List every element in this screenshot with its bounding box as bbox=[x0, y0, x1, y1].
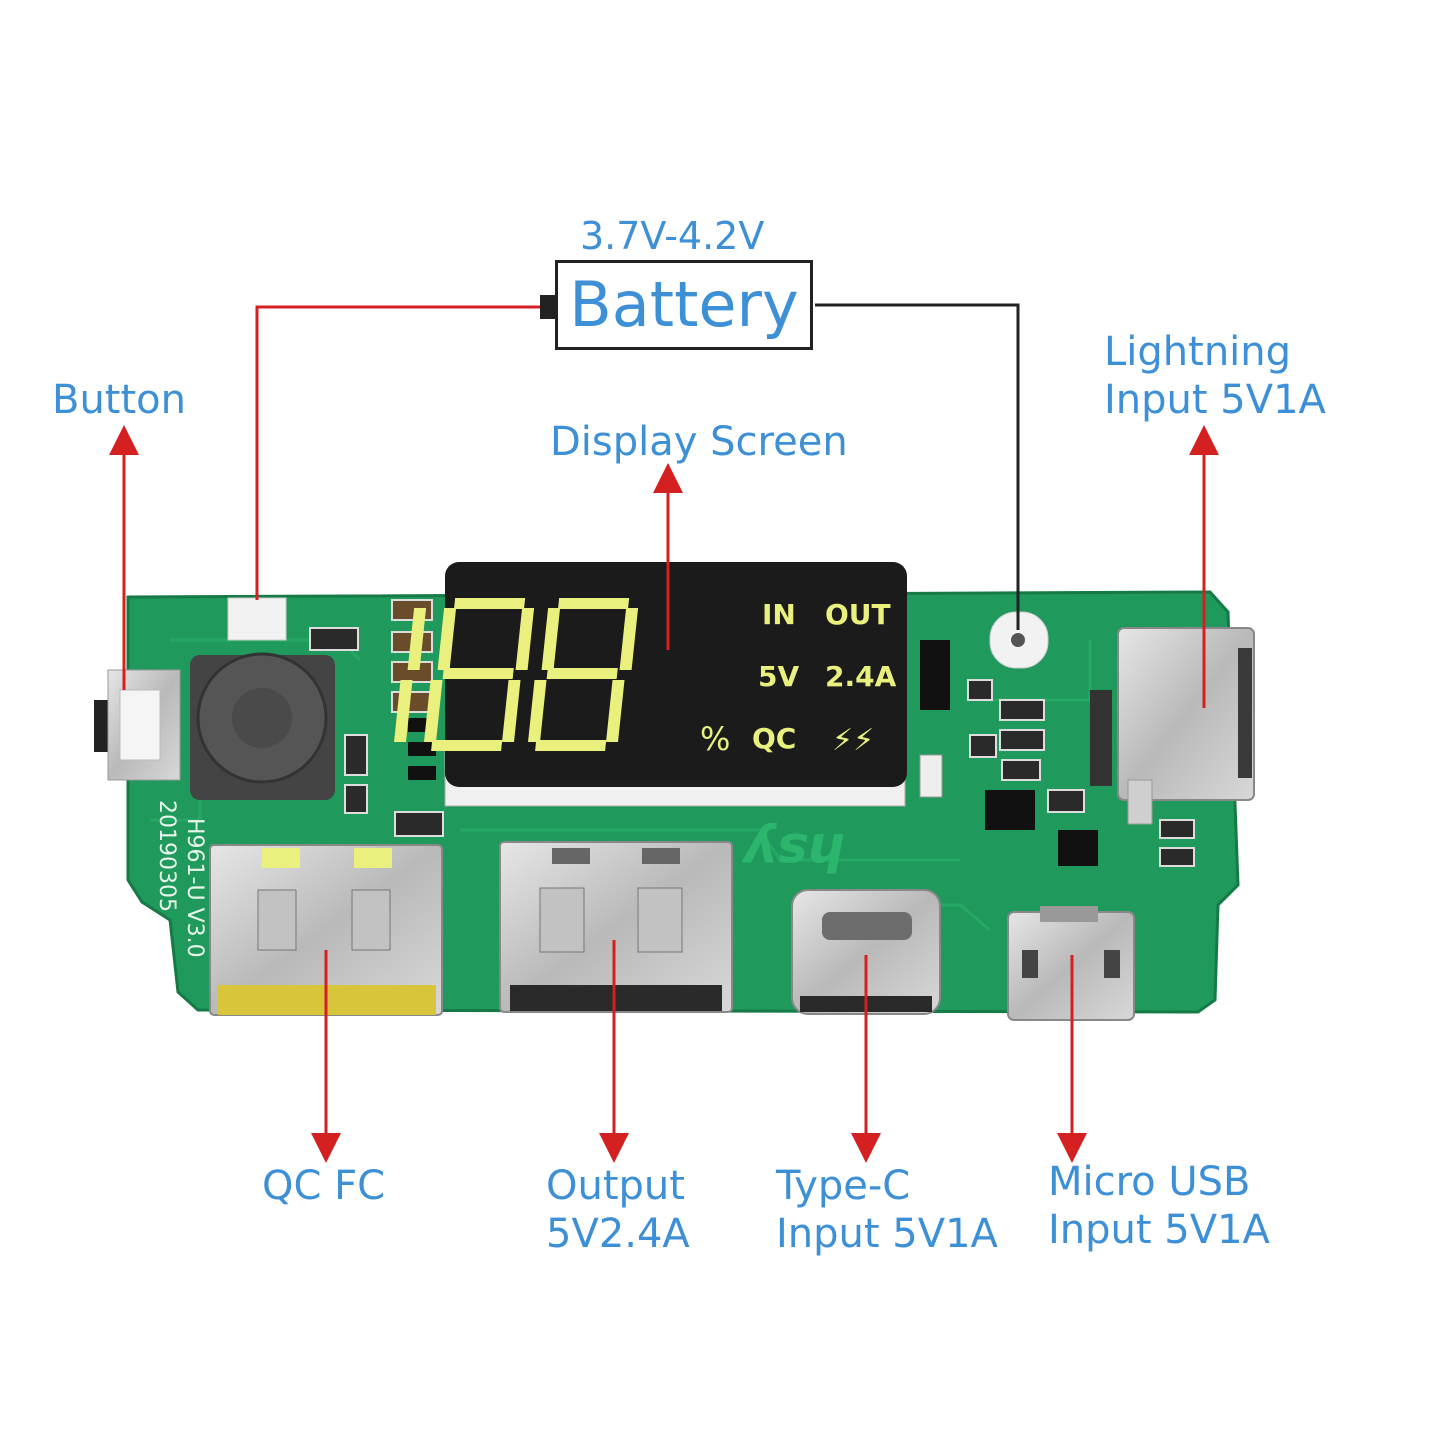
typec-label-line1: Type-C bbox=[776, 1163, 911, 1209]
typec-label-line2: Input 5V1A bbox=[776, 1211, 998, 1257]
output-usb-port bbox=[499, 841, 733, 1013]
display-amp: 2.4A bbox=[825, 660, 897, 693]
battery-label: Battery bbox=[569, 268, 799, 341]
battery-box: Battery bbox=[555, 260, 813, 350]
silkscreen-logo: hsy bbox=[741, 821, 845, 881]
battery-minus-wire bbox=[815, 303, 1020, 630]
lightning-label-line1: Lightning bbox=[1104, 329, 1292, 375]
battery-plus-pad bbox=[227, 597, 287, 641]
lightning-connector bbox=[1090, 627, 1255, 825]
lightning-label: Lightning Input 5V1A bbox=[1104, 328, 1326, 424]
display-module: % IN OUT 5V 2.4A QC ⚡⚡ bbox=[394, 562, 907, 807]
display-volt: 5V bbox=[758, 660, 799, 693]
button-label: Button bbox=[52, 377, 186, 423]
inductor bbox=[190, 652, 335, 800]
board-date-marking: 20190305 bbox=[154, 800, 179, 912]
display-in: IN bbox=[762, 598, 796, 631]
display-digits bbox=[394, 598, 639, 751]
output-label-line1: Output bbox=[546, 1163, 685, 1209]
display-qc: QC bbox=[752, 722, 796, 755]
battery-plus-wire bbox=[255, 305, 540, 600]
typec-port bbox=[791, 889, 941, 1015]
output-label-line2: 5V2.4A bbox=[546, 1211, 690, 1257]
smd-components bbox=[309, 599, 1195, 867]
micro-usb-label: Micro USB Input 5V1A bbox=[1048, 1158, 1270, 1254]
typec-label: Type-C Input 5V1A bbox=[776, 1162, 998, 1258]
display-bolt-icon: ⚡⚡ bbox=[832, 723, 874, 758]
board-model-marking: H961-U V3.0 bbox=[182, 818, 207, 958]
display-out: OUT bbox=[825, 598, 891, 631]
micro-usb-label-line1: Micro USB bbox=[1048, 1159, 1251, 1205]
display-screen-label: Display Screen bbox=[550, 419, 848, 465]
battery-voltage-label: 3.7V-4.2V bbox=[580, 214, 765, 258]
push-button bbox=[94, 669, 181, 781]
display-percent: % bbox=[700, 720, 730, 758]
output-label: Output 5V2.4A bbox=[546, 1162, 690, 1258]
qc-fc-label: QC FC bbox=[262, 1163, 386, 1209]
micro-usb-label-line2: Input 5V1A bbox=[1048, 1207, 1270, 1253]
lightning-label-line2: Input 5V1A bbox=[1104, 377, 1326, 423]
